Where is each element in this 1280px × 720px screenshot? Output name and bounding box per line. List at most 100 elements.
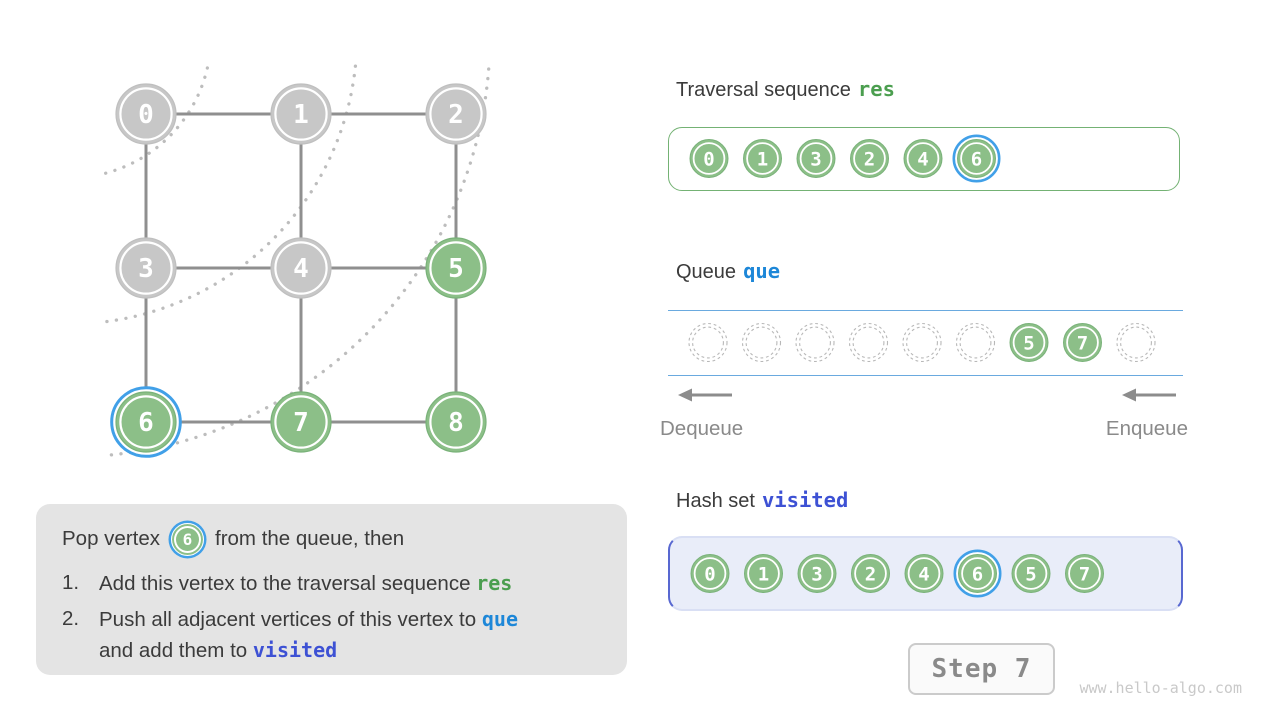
queue-code-que: que bbox=[743, 259, 781, 283]
visited-item-3: 2 bbox=[851, 554, 890, 593]
graph-node-4: 4 bbox=[270, 237, 332, 299]
item-2-code-visited: visited bbox=[252, 638, 338, 662]
pop-suffix-text: from the queue, then bbox=[215, 527, 405, 550]
queue-title-text: Queue bbox=[676, 261, 737, 283]
enqueue-label: Enqueue bbox=[1105, 417, 1188, 440]
graph-node-1: 1 bbox=[270, 83, 332, 145]
visited-item-7: 7 bbox=[1065, 554, 1104, 593]
graph-node-0: 0 bbox=[115, 83, 177, 145]
instruction-item-1: 1. Add this vertex to the traversal sequ… bbox=[62, 568, 607, 599]
svg-text:0: 0 bbox=[138, 100, 154, 130]
traversal-sequence-items: 0 1 3 2 4 6 bbox=[689, 134, 1001, 183]
visited-item-1: 1 bbox=[744, 554, 783, 593]
visited-item-4: 4 bbox=[904, 554, 944, 593]
traversal-item-1: 1 bbox=[743, 139, 782, 178]
svg-text:5: 5 bbox=[1025, 564, 1036, 586]
traversal-item-4: 4 bbox=[903, 139, 943, 178]
svg-text:4: 4 bbox=[918, 564, 929, 586]
hash-set-box: 0 1 3 2 4 6 5 7 bbox=[668, 536, 1183, 611]
bfs-wavefront-arc-3 bbox=[100, 67, 491, 458]
svg-text:6: 6 bbox=[971, 149, 982, 171]
queue-slot-4 bbox=[902, 322, 942, 363]
svg-text:5: 5 bbox=[1023, 333, 1034, 355]
graph-node-6: 6 bbox=[110, 386, 182, 458]
svg-text:4: 4 bbox=[917, 149, 928, 171]
enqueue-arrow-icon bbox=[1122, 388, 1176, 402]
visited-item-5: 6 bbox=[953, 549, 1002, 598]
queue-slot-1 bbox=[741, 322, 782, 363]
queue-slot-8 bbox=[1116, 322, 1156, 363]
visited-item-0: 0 bbox=[690, 554, 730, 593]
watermark-text: www.hello-algo.com bbox=[1079, 679, 1242, 697]
svg-text:1: 1 bbox=[758, 564, 769, 586]
queue-slot-5 bbox=[955, 322, 996, 363]
svg-text:1: 1 bbox=[293, 100, 309, 130]
svg-text:2: 2 bbox=[864, 149, 875, 171]
svg-text:7: 7 bbox=[1079, 564, 1090, 586]
traversal-item-3: 2 bbox=[850, 139, 889, 178]
graph-node-8: 8 bbox=[425, 391, 487, 453]
item-2-code-que: que bbox=[481, 607, 518, 631]
current-vertex-badge: 6 bbox=[171, 522, 204, 556]
graph-node-2: 2 bbox=[425, 83, 487, 145]
svg-text:0: 0 bbox=[704, 564, 715, 586]
queue-slot-6: 5 bbox=[1009, 323, 1049, 362]
queue-slot-2 bbox=[795, 322, 835, 363]
svg-text:6: 6 bbox=[972, 564, 983, 586]
traversal-code-res: res bbox=[857, 77, 895, 101]
item-1-number: 1. bbox=[62, 571, 80, 594]
traversal-title-text: Traversal sequence bbox=[676, 79, 851, 101]
bfs-wavefront-arc-2 bbox=[102, 64, 358, 324]
dequeue-label: Dequeue bbox=[660, 417, 744, 440]
dequeue-arrow-icon bbox=[678, 388, 732, 402]
traversal-item-5: 6 bbox=[952, 134, 1001, 183]
svg-text:3: 3 bbox=[138, 254, 154, 284]
instruction-panel: Pop vertex 6 from the queue, then 1. Add… bbox=[36, 504, 627, 675]
svg-text:1: 1 bbox=[757, 149, 768, 171]
traversal-title: Traversal sequence res bbox=[676, 77, 895, 102]
visited-code: visited bbox=[761, 488, 849, 512]
instruction-pop-line: Pop vertex 6 from the queue, then bbox=[62, 519, 607, 559]
svg-text:7: 7 bbox=[293, 408, 309, 438]
bfs-wavefront-arc-1 bbox=[96, 66, 210, 177]
svg-text:4: 4 bbox=[293, 254, 309, 284]
visited-item-6: 5 bbox=[1011, 554, 1051, 593]
item-1-body: Add this vertex to the traversal sequenc… bbox=[99, 572, 477, 595]
queue-title: Queue que bbox=[676, 259, 780, 284]
svg-text:6: 6 bbox=[138, 408, 154, 438]
item-2-text: Push all adjacent vertices of this verte… bbox=[99, 604, 607, 666]
graph-node-3: 3 bbox=[115, 237, 177, 299]
svg-text:3: 3 bbox=[810, 149, 821, 171]
svg-text:0: 0 bbox=[703, 149, 714, 171]
svg-text:2: 2 bbox=[865, 564, 876, 586]
graph-node-5: 5 bbox=[425, 237, 487, 299]
svg-text:7: 7 bbox=[1077, 333, 1088, 355]
queue-flow-arrows bbox=[678, 388, 1176, 402]
svg-text:8: 8 bbox=[448, 408, 464, 438]
instruction-item-2: 2. Push all adjacent vertices of this ve… bbox=[62, 604, 607, 666]
visited-title-text: Hash set bbox=[676, 490, 755, 512]
step-button[interactable]: Step 7 bbox=[908, 643, 1055, 695]
item-2-body-2: and add them to bbox=[99, 639, 253, 662]
traversal-sequence-box: 0 1 3 2 4 6 bbox=[668, 127, 1180, 191]
item-1-code-res: res bbox=[476, 571, 513, 595]
queue-slot-7: 7 bbox=[1063, 323, 1102, 362]
svg-text:5: 5 bbox=[448, 254, 464, 284]
traversal-item-0: 0 bbox=[689, 139, 729, 178]
graph-node-7: 7 bbox=[270, 391, 332, 453]
svg-text:3: 3 bbox=[811, 564, 822, 586]
queue-slot-0 bbox=[688, 322, 728, 363]
instruction-list: 1. Add this vertex to the traversal sequ… bbox=[62, 568, 607, 666]
pop-prefix-text: Pop vertex bbox=[62, 527, 160, 550]
traversal-item-2: 3 bbox=[796, 139, 836, 178]
visited-item-2: 3 bbox=[797, 554, 837, 593]
item-1-text: Add this vertex to the traversal sequenc… bbox=[99, 568, 607, 599]
item-2-body: Push all adjacent vertices of this verte… bbox=[99, 608, 482, 631]
item-2-number: 2. bbox=[62, 607, 80, 630]
hash-set-items: 0 1 3 2 4 6 5 7 bbox=[690, 549, 1104, 598]
visited-title: Hash set visited bbox=[676, 488, 848, 513]
